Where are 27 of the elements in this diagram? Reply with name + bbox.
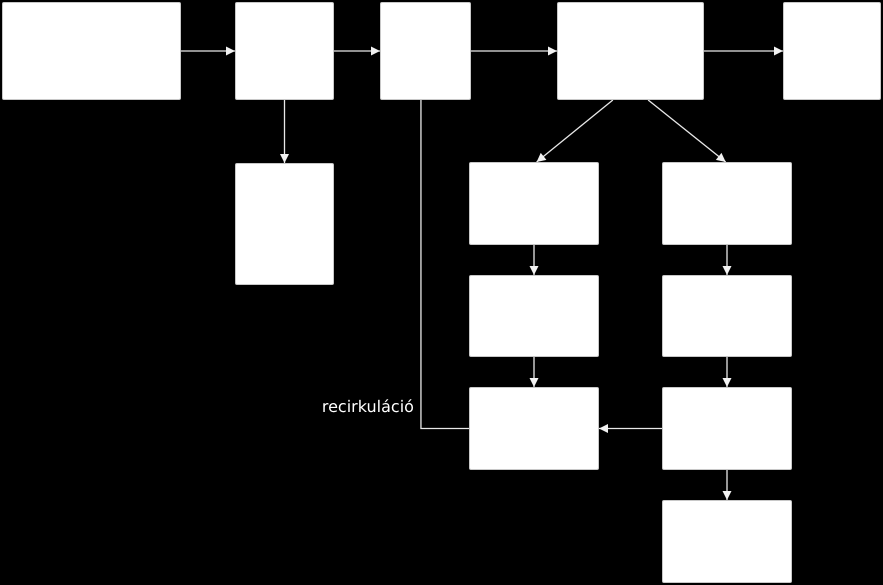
arrow xyxy=(471,46,557,56)
process-box xyxy=(662,162,792,245)
process-box xyxy=(662,275,792,357)
arrow xyxy=(704,46,783,56)
arrow xyxy=(280,100,289,163)
arrow xyxy=(530,245,538,275)
process-box xyxy=(662,500,792,583)
connector-line xyxy=(420,100,469,430)
arrow xyxy=(722,245,732,275)
process-box xyxy=(662,387,792,470)
process-box xyxy=(469,387,599,470)
process-box xyxy=(469,162,599,245)
process-box xyxy=(2,2,181,100)
arrow xyxy=(599,424,662,433)
process-box xyxy=(783,2,881,100)
arrow xyxy=(530,357,538,387)
process-box xyxy=(380,2,471,100)
arrow xyxy=(722,357,732,387)
arrow xyxy=(648,100,726,162)
process-box xyxy=(235,2,334,100)
process-box xyxy=(469,275,599,357)
arrow xyxy=(536,100,614,162)
process-box xyxy=(557,2,704,100)
arrow xyxy=(181,46,235,56)
process-box xyxy=(235,163,334,285)
arrow xyxy=(722,470,732,500)
arrow xyxy=(334,46,380,56)
